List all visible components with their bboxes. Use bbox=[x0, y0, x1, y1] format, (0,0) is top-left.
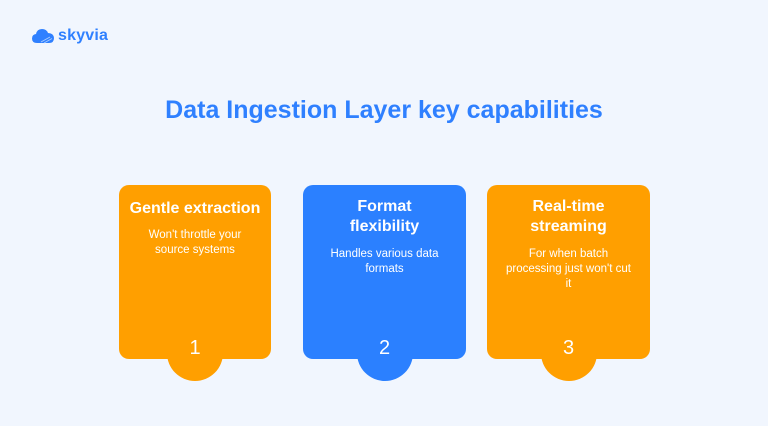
card-number: 1 bbox=[189, 337, 201, 359]
card-description: Handles various data formats bbox=[330, 248, 439, 275]
card-description: For when batch processing just won't cut… bbox=[506, 248, 631, 290]
card-number: 2 bbox=[378, 337, 391, 359]
brand-name: skyvia bbox=[58, 27, 109, 44]
capability-card-2: Format flexibility Handles various data … bbox=[303, 185, 466, 381]
page-title: Data Ingestion Layer key capabilities bbox=[165, 96, 603, 124]
card-number-tab bbox=[540, 335, 597, 381]
card-heading: Gentle extraction bbox=[129, 200, 261, 217]
card-heading: Real-time streaming bbox=[530, 198, 607, 235]
brand-logo: skyvia bbox=[32, 27, 108, 45]
card-heading: Format flexibility bbox=[349, 198, 420, 235]
capability-card-1: Gentle extraction Won't throttle your so… bbox=[119, 185, 271, 381]
card-number-tab bbox=[167, 335, 223, 381]
cloud-icon bbox=[32, 29, 54, 44]
capability-card-3: Real-time streaming For when batch proce… bbox=[487, 185, 650, 381]
card-number: 3 bbox=[562, 337, 575, 359]
card-number-tab bbox=[356, 335, 413, 381]
card-description: Won't throttle your source systems bbox=[148, 229, 242, 256]
